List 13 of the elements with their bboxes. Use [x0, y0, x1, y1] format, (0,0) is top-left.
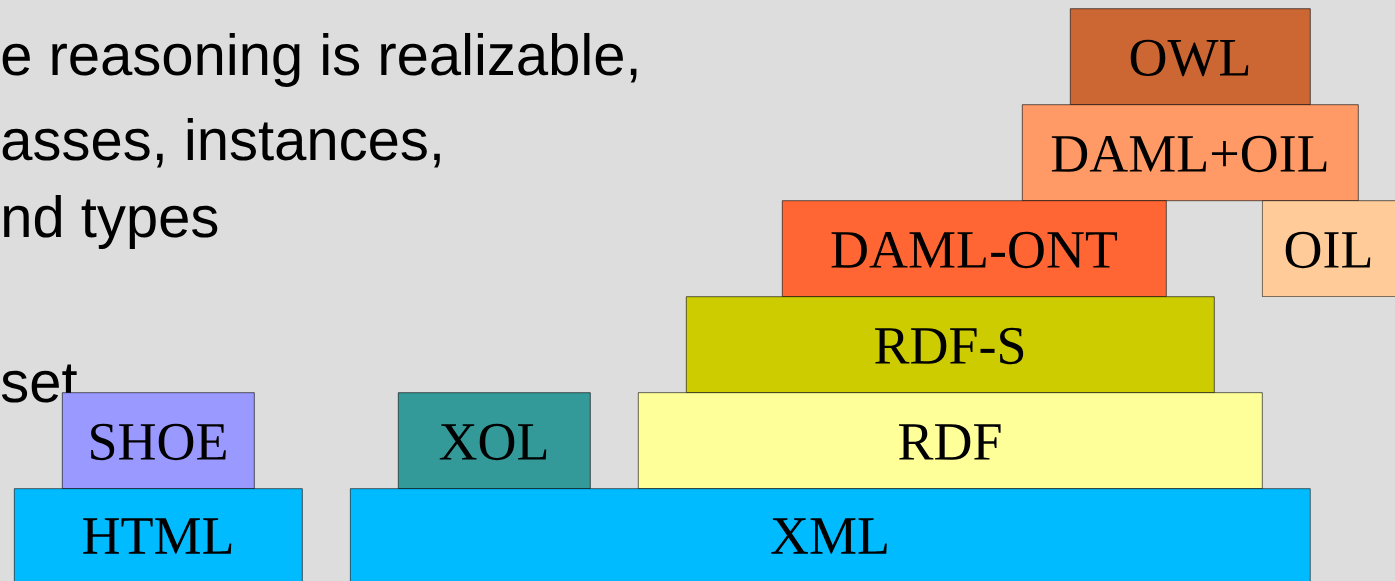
layer-box: OWL — [1070, 8, 1311, 105]
layer-box: XML — [350, 488, 1311, 581]
text-line: asses, instances, — [2, 117, 440, 168]
layer-box: DAML+OIL — [1022, 104, 1359, 201]
layer-box: OIL — [1262, 200, 1395, 297]
layer-box: RDF-S — [686, 296, 1215, 393]
text-line: e reasoning is realizable, — [2, 32, 637, 87]
layer-box: XOL — [398, 392, 591, 489]
layer-box: HTML — [14, 488, 303, 581]
layer-box: DAML-ONT — [782, 200, 1167, 297]
layer-box: RDF — [638, 392, 1263, 489]
layer-box: SHOE — [62, 392, 255, 489]
text-line: nd types — [4, 194, 218, 249]
